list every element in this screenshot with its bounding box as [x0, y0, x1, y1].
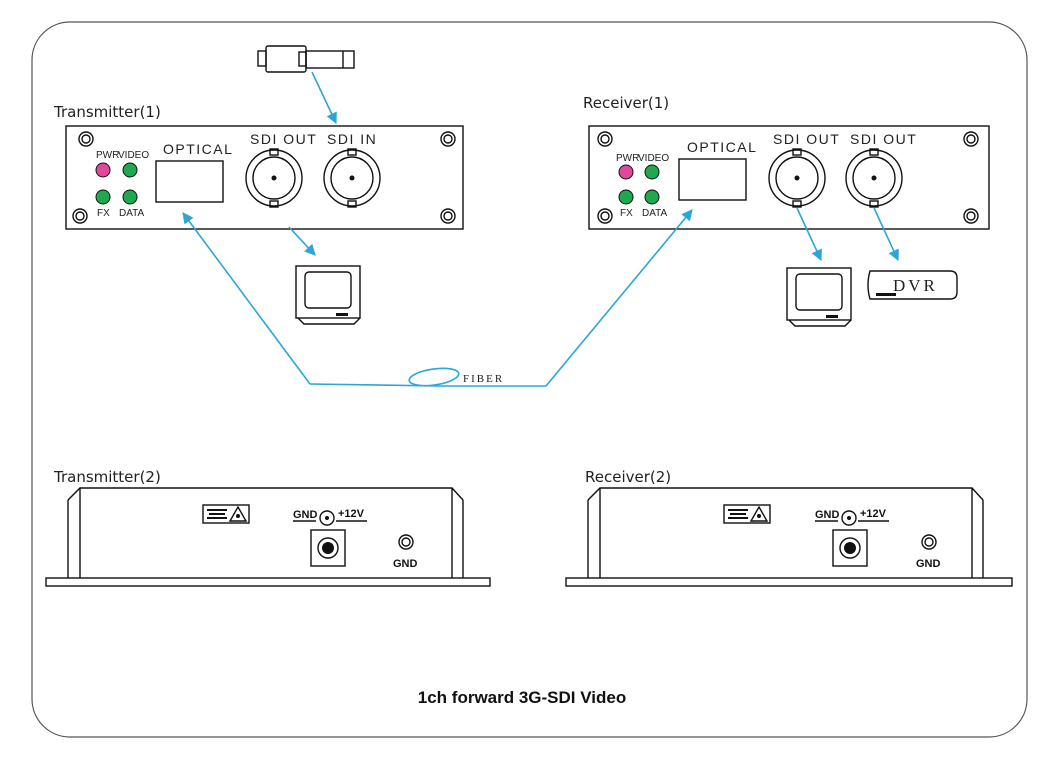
led-video-label: VIDEO: [638, 153, 669, 164]
ground-terminal-icon: [398, 534, 414, 550]
power-symbol-icon: [319, 510, 335, 526]
led-fx-label: FX: [620, 208, 633, 219]
receiver-front-panel: Receiver(1) PWR VIDEO FX DATA OPTICAL SD…: [583, 94, 990, 230]
led-data-indicator: [644, 189, 660, 205]
transmitter-rear-label: Transmitter(2): [53, 468, 161, 486]
gnd-side-label: GND: [393, 558, 418, 570]
led-fx-indicator: [95, 189, 111, 205]
camera-icon: [257, 45, 355, 73]
dc-jack-icon: [832, 529, 868, 567]
led-data-label: DATA: [119, 208, 145, 219]
bnc-connector-icon: [323, 148, 381, 208]
dc-jack-icon: [310, 529, 346, 567]
gnd-top-label: GND: [293, 509, 318, 521]
power-symbol-icon: [841, 510, 857, 526]
fiber-label: FIBER: [463, 373, 504, 385]
optical-port: [678, 158, 747, 201]
led-pwr-indicator: [618, 164, 634, 180]
transmitter-rear-panel: Transmitter(2) GND +12V GND: [45, 468, 491, 587]
sdi-out-label: SDI OUT: [250, 131, 317, 147]
optical-label: OPTICAL: [687, 139, 757, 155]
led-video-label: VIDEO: [118, 150, 149, 161]
led-pwr-label: PWR: [96, 150, 119, 161]
ground-terminal-icon: [921, 534, 937, 550]
power-label: +12V: [338, 508, 365, 520]
monitor-icon: [295, 265, 361, 325]
led-pwr-label: PWR: [616, 153, 639, 164]
sdi-in-label: SDI IN: [327, 131, 377, 147]
fiber-link: FIBER: [182, 209, 693, 387]
receiver-front-label: Receiver(1): [583, 94, 669, 112]
outer-frame: [31, 21, 1028, 738]
diagram-title: 1ch forward 3G-SDI Video: [418, 688, 626, 707]
receiver-rear-panel: Receiver(2) GND +12V GND: [565, 468, 1013, 587]
transmitter-front-label: Transmitter(1): [53, 103, 161, 121]
optical-port: [155, 160, 224, 203]
optical-label: OPTICAL: [163, 141, 233, 157]
screw-icon: [72, 131, 456, 224]
sdi-out-label: SDI OUT: [773, 131, 840, 147]
gnd-side-label: GND: [916, 558, 941, 570]
gnd-top-label: GND: [815, 509, 840, 521]
led-fx-label: FX: [97, 208, 110, 219]
led-pwr-indicator: [95, 162, 111, 178]
transmitter-front-panel: Transmitter(1) PWR VIDEO FX DATA OPTICAL…: [53, 103, 464, 230]
sdi-out-label: SDI OUT: [850, 131, 917, 147]
bnc-connector-icon: [768, 148, 826, 208]
dvr-icon: DVR: [867, 270, 958, 300]
led-data-label: DATA: [642, 208, 668, 219]
screw-icon: [597, 131, 979, 224]
laser-warning-icon: [202, 504, 250, 524]
monitor-icon: [786, 267, 852, 327]
led-video-indicator: [644, 164, 660, 180]
bnc-connector-icon: [245, 148, 303, 208]
led-video-indicator: [122, 162, 138, 178]
led-fx-indicator: [618, 189, 634, 205]
bnc-connector-icon: [845, 148, 903, 208]
led-data-indicator: [122, 189, 138, 205]
dvr-label: DVR: [893, 276, 938, 295]
receiver-rear-label: Receiver(2): [585, 468, 671, 486]
laser-warning-icon: [723, 504, 771, 524]
power-label: +12V: [860, 508, 887, 520]
